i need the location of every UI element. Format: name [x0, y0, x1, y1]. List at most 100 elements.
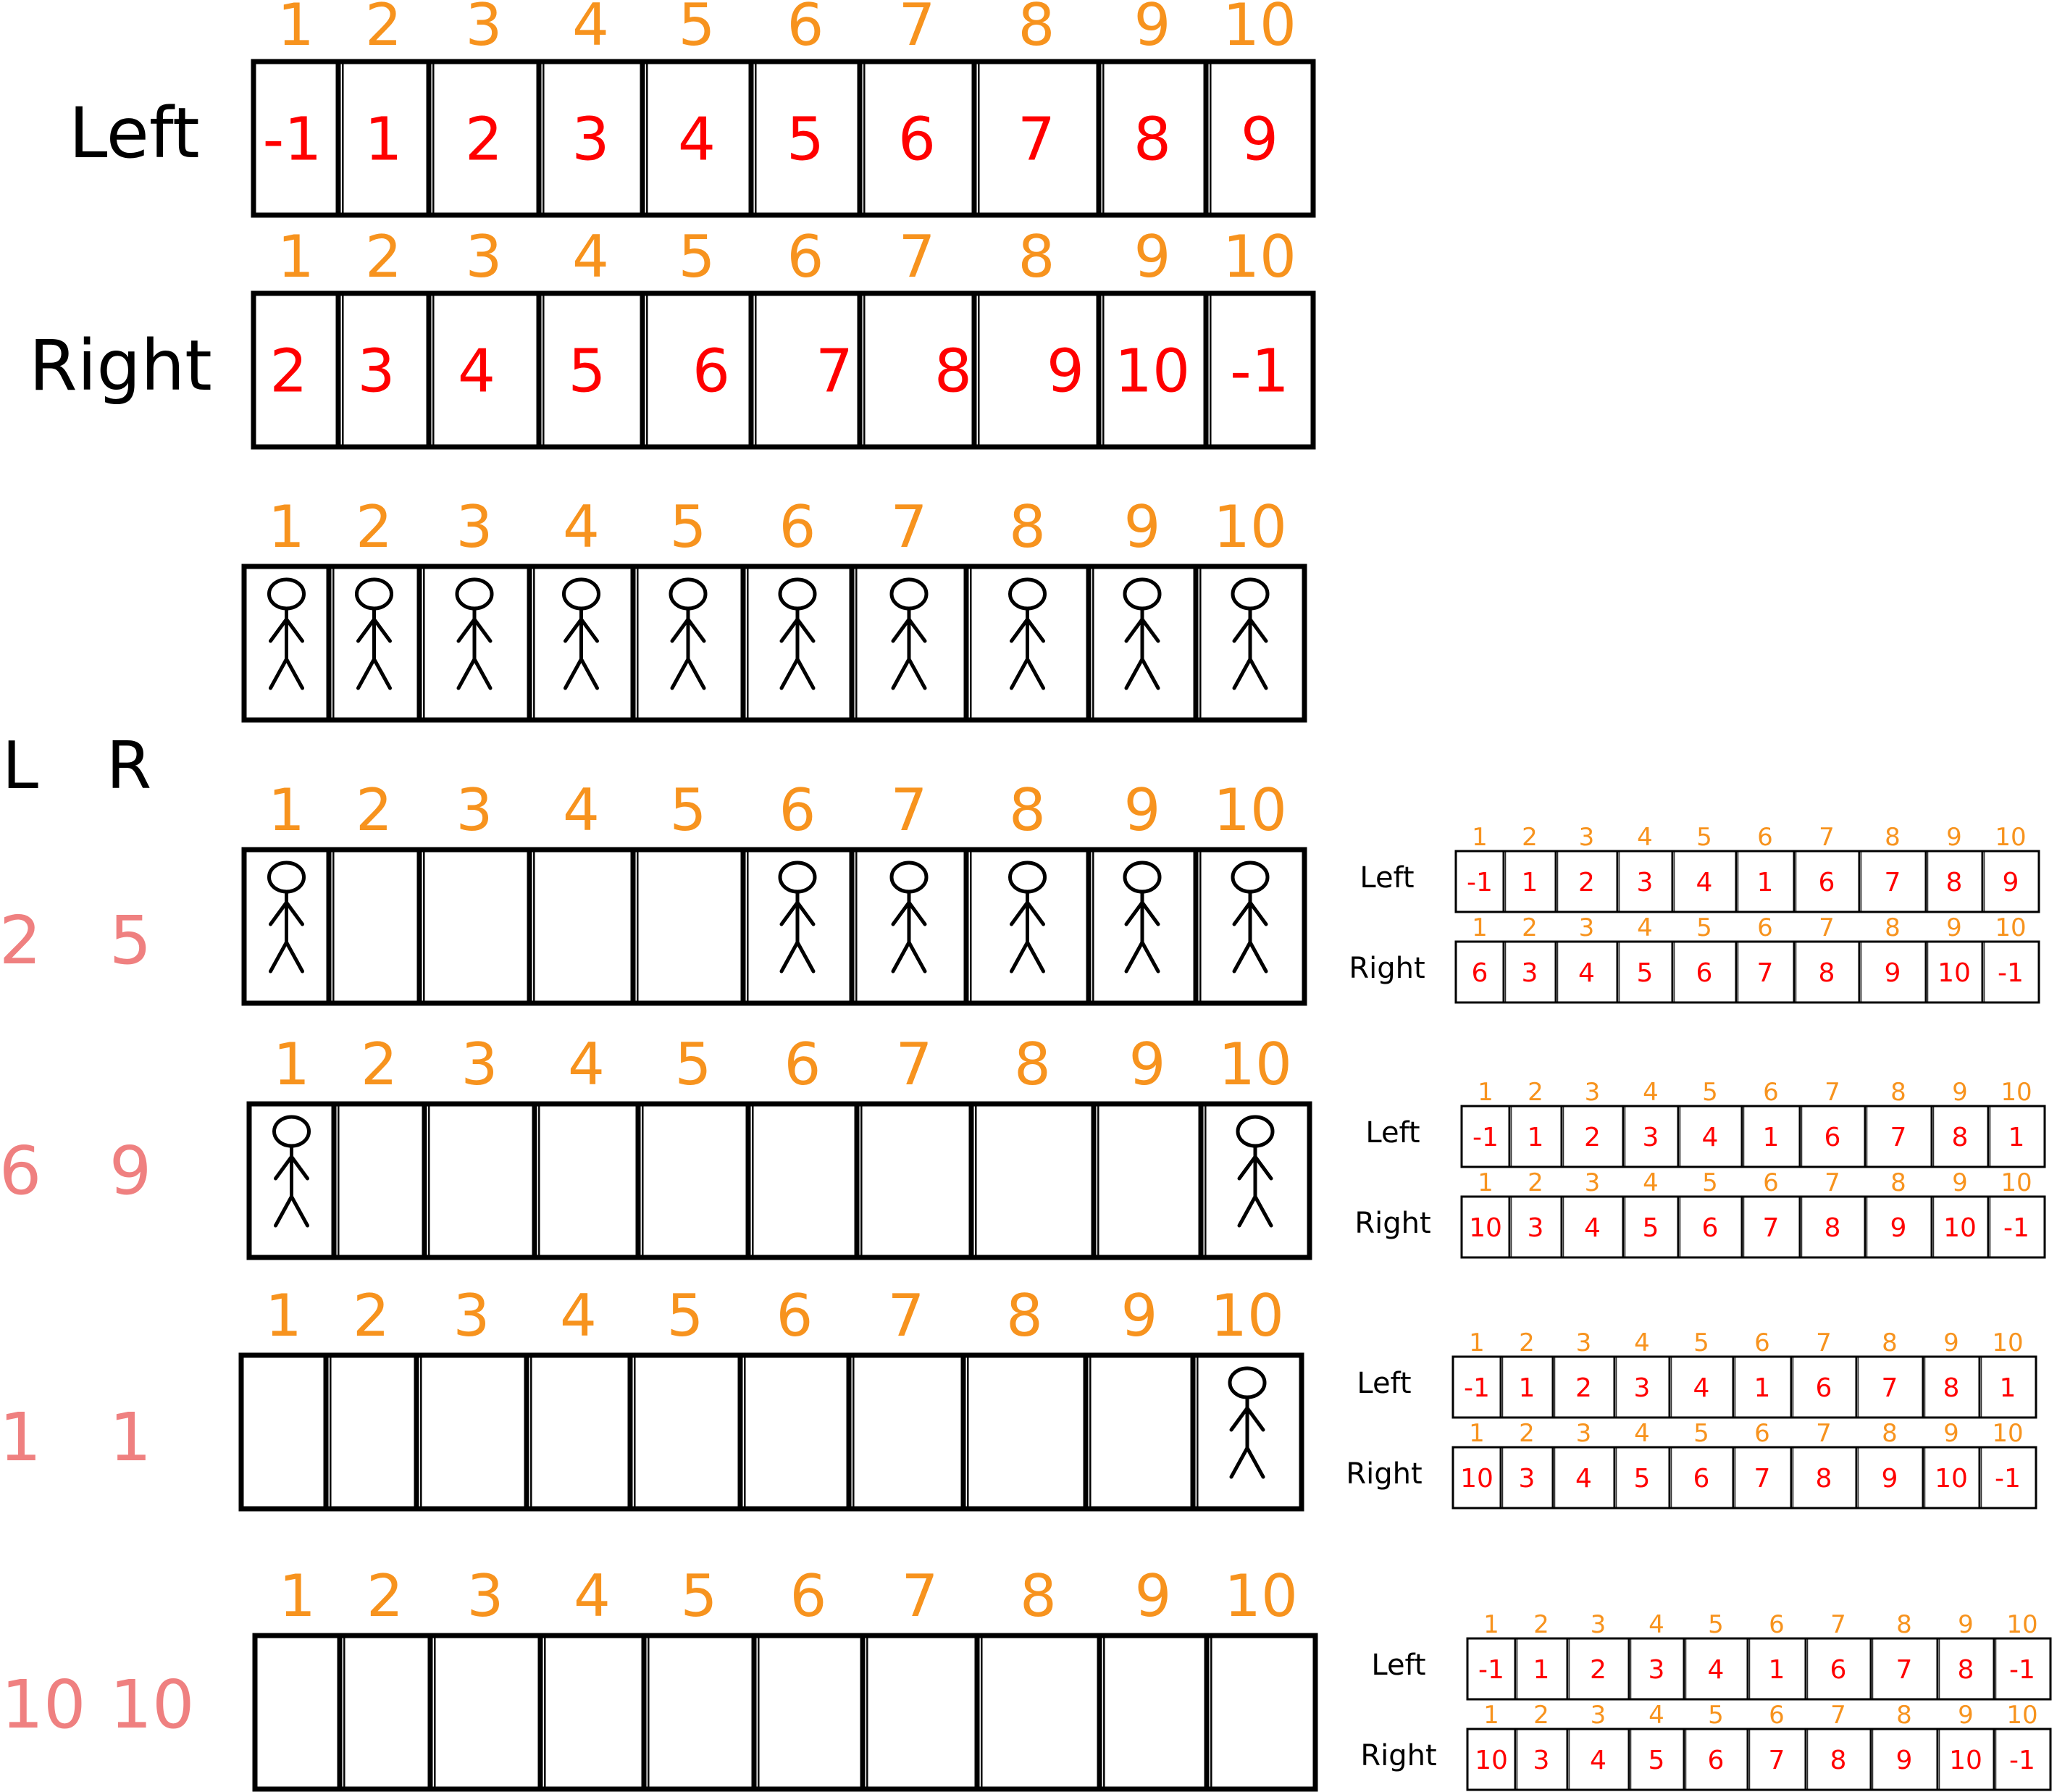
array-cell — [1466, 1728, 1517, 1791]
array-cell — [1922, 1355, 1981, 1419]
small-right-label: Right — [1349, 952, 1425, 985]
array-cell — [532, 1101, 641, 1260]
cell-index-label: 1 — [1478, 1168, 1493, 1197]
cell-index-label: 2 — [366, 1562, 403, 1630]
cell-index-label: 6 — [1763, 1078, 1779, 1107]
cell-value: 3 — [1637, 868, 1654, 897]
cell-index-label: 6 — [787, 223, 824, 290]
cell-value: 1 — [1522, 868, 1538, 897]
cell-index-label: 8 — [1006, 1282, 1043, 1349]
person-icon — [669, 577, 708, 690]
cell-value: 4 — [1578, 958, 1595, 988]
cell-index-label: 9 — [1124, 776, 1161, 844]
cell-index-label: 5 — [1708, 1701, 1724, 1730]
cell-value: 4 — [1575, 1464, 1592, 1494]
cell-value: 1 — [2000, 1373, 2016, 1403]
cell-value: 1 — [2008, 1123, 2025, 1152]
cell-value: 3 — [1643, 1123, 1659, 1152]
cell-value: 8 — [1943, 1373, 1960, 1403]
cell-index-label: 2 — [353, 1282, 390, 1349]
array-cell — [1978, 1446, 2037, 1510]
array-cell — [1978, 1355, 2037, 1419]
array-cell — [337, 1633, 433, 1792]
cell-value: 7 — [1754, 1464, 1771, 1494]
array-cell — [1746, 1637, 1807, 1701]
array-cell — [1566, 1728, 1630, 1791]
cell-index-label: 9 — [1952, 1078, 1968, 1107]
cell-index-label: 3 — [1585, 1168, 1601, 1197]
array-cell — [1855, 1446, 1924, 1510]
array-cell — [1551, 1446, 1616, 1510]
cell-value: 5 — [787, 106, 824, 175]
cell-index-label: 5 — [681, 1562, 718, 1630]
cell-value: 1 — [1754, 1373, 1771, 1403]
cell-value: 1 — [1528, 1123, 1544, 1152]
cell-index-label: 8 — [1896, 1610, 1912, 1639]
cell-index-label: 4 — [1643, 1168, 1659, 1197]
array-cell — [1804, 1637, 1872, 1701]
array-cell — [857, 59, 977, 218]
array-cell — [1554, 850, 1619, 913]
cell-value: 8 — [1825, 1213, 1841, 1243]
array-cell — [1616, 940, 1674, 1004]
cell-index-label: 7 — [1816, 1328, 1832, 1357]
cell-value: 1 — [1769, 1655, 1785, 1685]
cell-index-label: 8 — [1885, 913, 1901, 942]
cell-value: -1 — [2009, 1655, 2035, 1685]
array-cell — [960, 1352, 1089, 1512]
array-cell — [1627, 1728, 1685, 1791]
cell-value: 3 — [1522, 958, 1538, 988]
cell-value: -1 — [1478, 1655, 1504, 1685]
array-cell — [968, 1101, 1097, 1260]
cell-value: 9 — [1241, 106, 1278, 175]
array-cell — [1616, 850, 1674, 913]
cell-index-label: 7 — [891, 493, 928, 561]
array-cell — [1793, 940, 1861, 1004]
array-cell — [326, 847, 422, 1006]
cell-index-label: 2 — [361, 1031, 398, 1098]
cell-index-label: 1 — [1483, 1610, 1499, 1639]
cell-value: 5 — [1648, 1746, 1665, 1775]
array-cell — [630, 847, 746, 1006]
array-cell — [1554, 940, 1619, 1004]
array-cell — [974, 1633, 1102, 1792]
array-cell — [641, 1633, 757, 1792]
cell-index-label: 1 — [1478, 1078, 1493, 1107]
cell-index-label: 8 — [1018, 223, 1055, 290]
cell-value: 6 — [1472, 958, 1488, 988]
cell-index-label: 7 — [1825, 1078, 1840, 1107]
person-icon — [267, 577, 306, 690]
cell-index-label: 8 — [1890, 1078, 1906, 1107]
cell-value: 7 — [1763, 1213, 1780, 1243]
cell-value: 10 — [1475, 1746, 1508, 1775]
cell-value: 9 — [2003, 868, 2019, 897]
array-cell — [1677, 1105, 1743, 1168]
cell-index-label: 5 — [1696, 823, 1712, 852]
cell-index-label: 10 — [1213, 776, 1287, 844]
cell-index-label: 3 — [456, 493, 493, 561]
cell-index-label: 4 — [563, 776, 600, 844]
cell-index-label: 6 — [779, 493, 816, 561]
cell-value: 8 — [1946, 868, 1963, 897]
cell-index-label: 9 — [1121, 1282, 1158, 1349]
array-cell — [1858, 850, 1927, 913]
cell-value: 3 — [571, 106, 609, 175]
cell-index-label: 3 — [461, 1031, 498, 1098]
cell-value: 4 — [1693, 1373, 1710, 1403]
cell-value: 4 — [1702, 1123, 1719, 1152]
cell-value: 8 — [1830, 1746, 1847, 1775]
cell-value: 3 — [1528, 1213, 1544, 1243]
cell-index-label: 3 — [1579, 913, 1595, 942]
array-cell — [527, 847, 636, 1006]
person-icon — [1231, 577, 1270, 690]
cell-value: 9 — [1890, 1213, 1907, 1243]
cell-value: 6 — [1830, 1655, 1847, 1685]
step-r-value: 5 — [109, 902, 152, 979]
array-cell — [1732, 1355, 1793, 1419]
